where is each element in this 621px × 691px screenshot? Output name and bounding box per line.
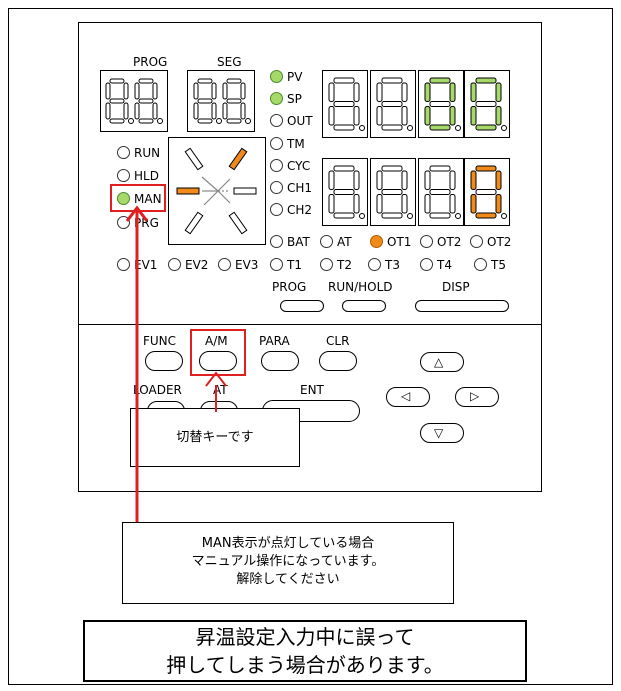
clr-key[interactable] [319, 351, 357, 371]
sv-digit-2 [376, 165, 413, 219]
t4-lamp-icon [420, 258, 433, 271]
warning-note: 昇温設定入力中に誤って 押してしまう場合があります。 [83, 620, 527, 682]
am-key[interactable] [199, 351, 237, 371]
disp-button[interactable] [415, 300, 509, 312]
indicator-ev2: EV2 [168, 258, 208, 272]
indicator-out: OUT [270, 114, 313, 128]
indicator-run: RUN [117, 146, 160, 160]
indicator-t1: T1 [270, 258, 302, 272]
pv-digit-3 [424, 77, 461, 131]
indicator-ev3: EV3 [218, 258, 258, 272]
indicator-t3: T3 [368, 258, 400, 272]
t3-lamp-icon [368, 258, 381, 271]
pv-digit-1 [328, 77, 365, 131]
indicator-ot1: OT1 [370, 235, 411, 249]
seg-display-label: SEG [217, 55, 242, 69]
indicator-t5: T5 [474, 258, 506, 272]
prog-digit-2 [134, 78, 163, 124]
indicator-man: MAN [117, 192, 162, 206]
disp-button-label: DISP [442, 280, 470, 294]
indicator-hld: HLD [117, 169, 159, 183]
clr-key-label: CLR [326, 334, 350, 348]
loader-key-label: LOADER [133, 383, 182, 397]
indicator-ot2-b: OT2 [470, 235, 511, 249]
indicator-at: AT [320, 235, 352, 249]
segment-star-indicator [168, 137, 266, 245]
out-lamp-icon [270, 114, 283, 127]
seg-digit-1 [193, 78, 222, 124]
tm-lamp-icon [270, 137, 283, 150]
ot2b-lamp-icon [470, 235, 483, 248]
triangle-left-icon: ◁ [401, 389, 411, 403]
hld-lamp-icon [117, 169, 130, 182]
ot1-lamp-icon [370, 235, 383, 248]
outer-frame [8, 8, 613, 685]
t2-lamp-icon [320, 258, 333, 271]
t1-lamp-icon [270, 258, 283, 271]
sv-digit-4 [470, 165, 507, 219]
ent-key-label: ENT [300, 383, 324, 397]
at-lamp-icon [320, 235, 333, 248]
left-key[interactable]: ◁ [386, 387, 430, 407]
man-lamp-icon [117, 192, 130, 205]
cyc-lamp-icon [270, 159, 283, 172]
pv-lamp-icon [270, 70, 283, 83]
man-display-note: MAN表示が点灯している場合 マニュアル操作になっています。 解除してください [122, 522, 454, 604]
ch1-lamp-icon [270, 181, 283, 194]
ev1-lamp-icon [117, 258, 130, 271]
indicator-ch2: CH2 [270, 203, 312, 217]
triangle-down-icon: ▽ [434, 426, 444, 440]
indicator-ev1: EV1 [117, 258, 157, 272]
triangle-up-icon: △ [434, 355, 444, 369]
sp-lamp-icon [270, 92, 283, 105]
indicator-ch1: CH1 [270, 181, 312, 195]
switch-key-note: 切替キーです [130, 408, 300, 467]
prog-button-label: PROG [272, 280, 307, 294]
ev2-lamp-icon [168, 258, 181, 271]
up-key[interactable]: △ [420, 352, 464, 372]
func-key[interactable] [145, 351, 183, 371]
panel-divider [78, 324, 541, 325]
indicator-cyc: CYC [270, 159, 310, 173]
bat-lamp-icon [270, 235, 283, 248]
run-hold-button[interactable] [342, 300, 386, 312]
pv-digit-2 [376, 77, 413, 131]
sv-digit-1 [328, 165, 365, 219]
ev3-lamp-icon [218, 258, 231, 271]
indicator-t2: T2 [320, 258, 352, 272]
indicator-tm: TM [270, 137, 305, 151]
func-key-label: FUNC [143, 334, 177, 348]
run-lamp-icon [117, 146, 130, 159]
triangle-right-icon: ▷ [470, 389, 480, 403]
ot2a-lamp-icon [420, 235, 433, 248]
indicator-bat: BAT [270, 235, 310, 249]
prog-digit-1 [105, 78, 134, 124]
prog-display-label: PROG [133, 55, 168, 69]
right-key[interactable]: ▷ [455, 387, 499, 407]
para-key[interactable] [261, 351, 299, 371]
seg-digit-2 [222, 78, 251, 124]
indicator-pv: PV [270, 70, 302, 84]
indicator-sp: SP [270, 92, 302, 106]
ch2-lamp-icon [270, 203, 283, 216]
pv-digit-4 [470, 77, 507, 131]
para-key-label: PARA [259, 334, 290, 348]
prog-button[interactable] [280, 300, 324, 312]
am-key-label: A/M [205, 334, 228, 348]
indicator-ot2-a: OT2 [420, 235, 461, 249]
sv-digit-3 [424, 165, 461, 219]
controller-panel [78, 22, 542, 492]
run-hold-button-label: RUN/HOLD [328, 280, 393, 294]
t5-lamp-icon [474, 258, 487, 271]
indicator-t4: T4 [420, 258, 452, 272]
down-key[interactable]: ▽ [420, 423, 464, 443]
